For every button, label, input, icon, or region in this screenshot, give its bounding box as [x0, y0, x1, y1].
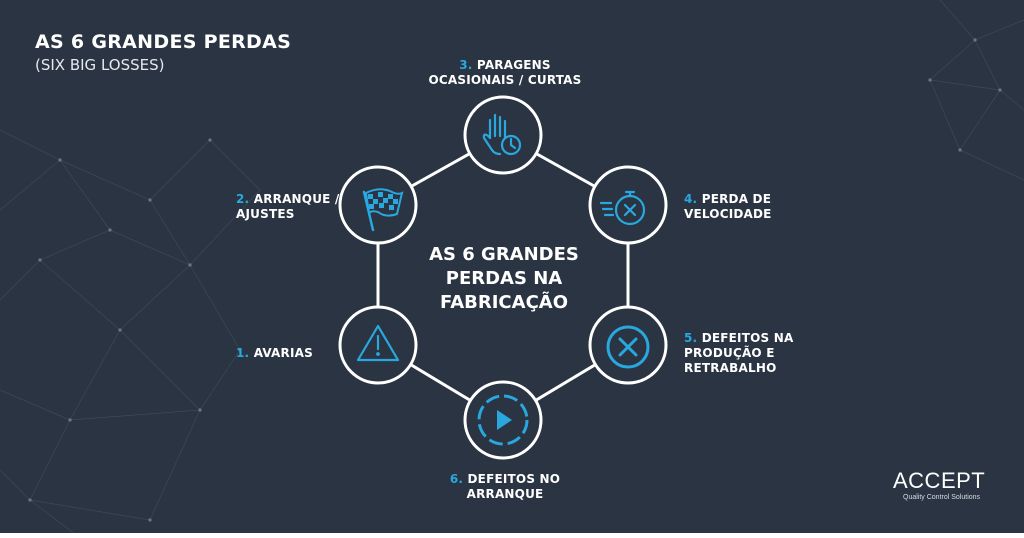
- accept-logo: ACCEPT Quality Control Solutions: [893, 468, 993, 501]
- node-arranque-ajustes: [338, 165, 418, 245]
- node-perda-velocidade: [588, 165, 668, 245]
- loss-label: DEFEITOS NA: [701, 331, 794, 345]
- page-title: AS 6 GRANDES PERDAS: [35, 31, 292, 53]
- node-paragens: [463, 95, 543, 175]
- loss-label: VELOCIDADE: [684, 207, 772, 221]
- stopwatch-icon: [599, 190, 646, 226]
- loss-label: PRODUÇÃO E: [684, 346, 775, 360]
- node-avarias: [338, 305, 418, 385]
- play-circle-icon: [477, 394, 529, 446]
- loss-number: 5.: [684, 331, 698, 345]
- node-defeitos-producao: [588, 305, 668, 385]
- center-title: AS 6 GRANDES PERDAS NA FABRICAÇÃO: [404, 243, 604, 315]
- logo-word: ACCEPT: [893, 468, 986, 493]
- bottom-strip: [0, 533, 1024, 538]
- loss-label: RETRABALHO: [684, 361, 777, 375]
- checkered-flag-icon: [362, 188, 404, 232]
- loss-number: 1.: [236, 346, 250, 360]
- label-defeitos-producao: 5. DEFEITOS NA PRODUÇÃO E RETRABALHO: [684, 331, 804, 376]
- logo-tagline: Quality Control Solutions: [903, 494, 981, 501]
- label-defeitos-arranque: 6. DEFEITOS NO ARRANQUE: [420, 472, 590, 502]
- label-avarias: 1. AVARIAS: [236, 346, 346, 361]
- center-title-line: PERDAS NA: [445, 268, 563, 289]
- loss-number: 6.: [449, 472, 464, 486]
- node-defeitos-arranque: [463, 380, 543, 460]
- loss-label: PARAGENS: [476, 58, 551, 72]
- label-perda-velocidade: 4. PERDA DE VELOCIDADE: [684, 192, 794, 222]
- loss-label: PERDA DE: [701, 192, 772, 206]
- hand-clock-icon: [482, 113, 522, 156]
- loss-number: 4.: [684, 192, 698, 206]
- loss-label: ARRANQUE /: [253, 192, 340, 206]
- loss-label: ARRANQUE: [466, 487, 544, 501]
- label-paragens: 3. PARAGENS OCASIONAIS / CURTAS: [420, 58, 590, 88]
- close-circle-icon: [606, 325, 650, 369]
- center-title-line: AS 6 GRANDES: [429, 244, 579, 265]
- loss-label: AJUSTES: [236, 207, 295, 221]
- loss-number: 3.: [459, 58, 473, 72]
- warning-icon: [356, 324, 400, 362]
- title-block: AS 6 GRANDES PERDAS (SIX BIG LOSSES): [35, 30, 291, 76]
- loss-label: AVARIAS: [253, 346, 313, 360]
- page-subtitle: (SIX BIG LOSSES): [35, 56, 165, 74]
- label-arranque-ajustes: 2. ARRANQUE / AJUSTES: [236, 192, 346, 222]
- loss-label: DEFEITOS NO: [467, 472, 561, 486]
- loss-label: OCASIONAIS / CURTAS: [428, 73, 582, 87]
- loss-number: 2.: [236, 192, 250, 206]
- center-title-line: FABRICAÇÃO: [439, 292, 569, 313]
